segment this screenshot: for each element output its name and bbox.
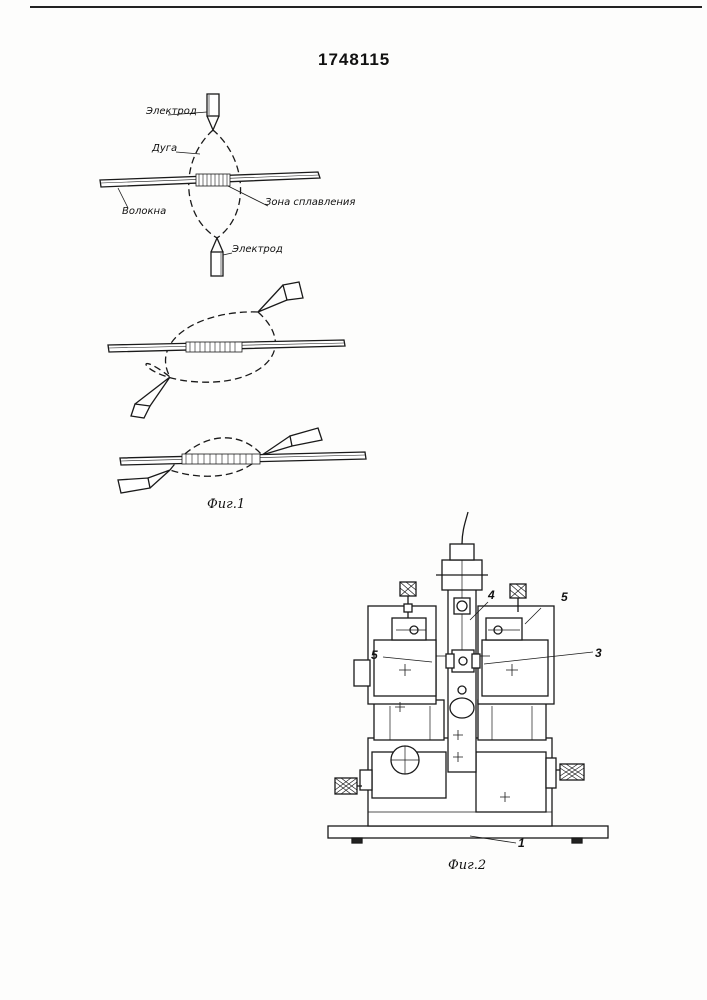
figure-2-caption: Фиг.2 (448, 858, 486, 873)
ref-numeral-5-left: 5 (371, 648, 378, 662)
ref-numeral-4: 4 (488, 588, 495, 602)
ref-numeral-1: 1 (518, 836, 525, 850)
base-plate (328, 826, 608, 838)
ref-numeral-5-right: 5 (561, 590, 568, 604)
ref-numeral-3: 3 (595, 646, 602, 660)
